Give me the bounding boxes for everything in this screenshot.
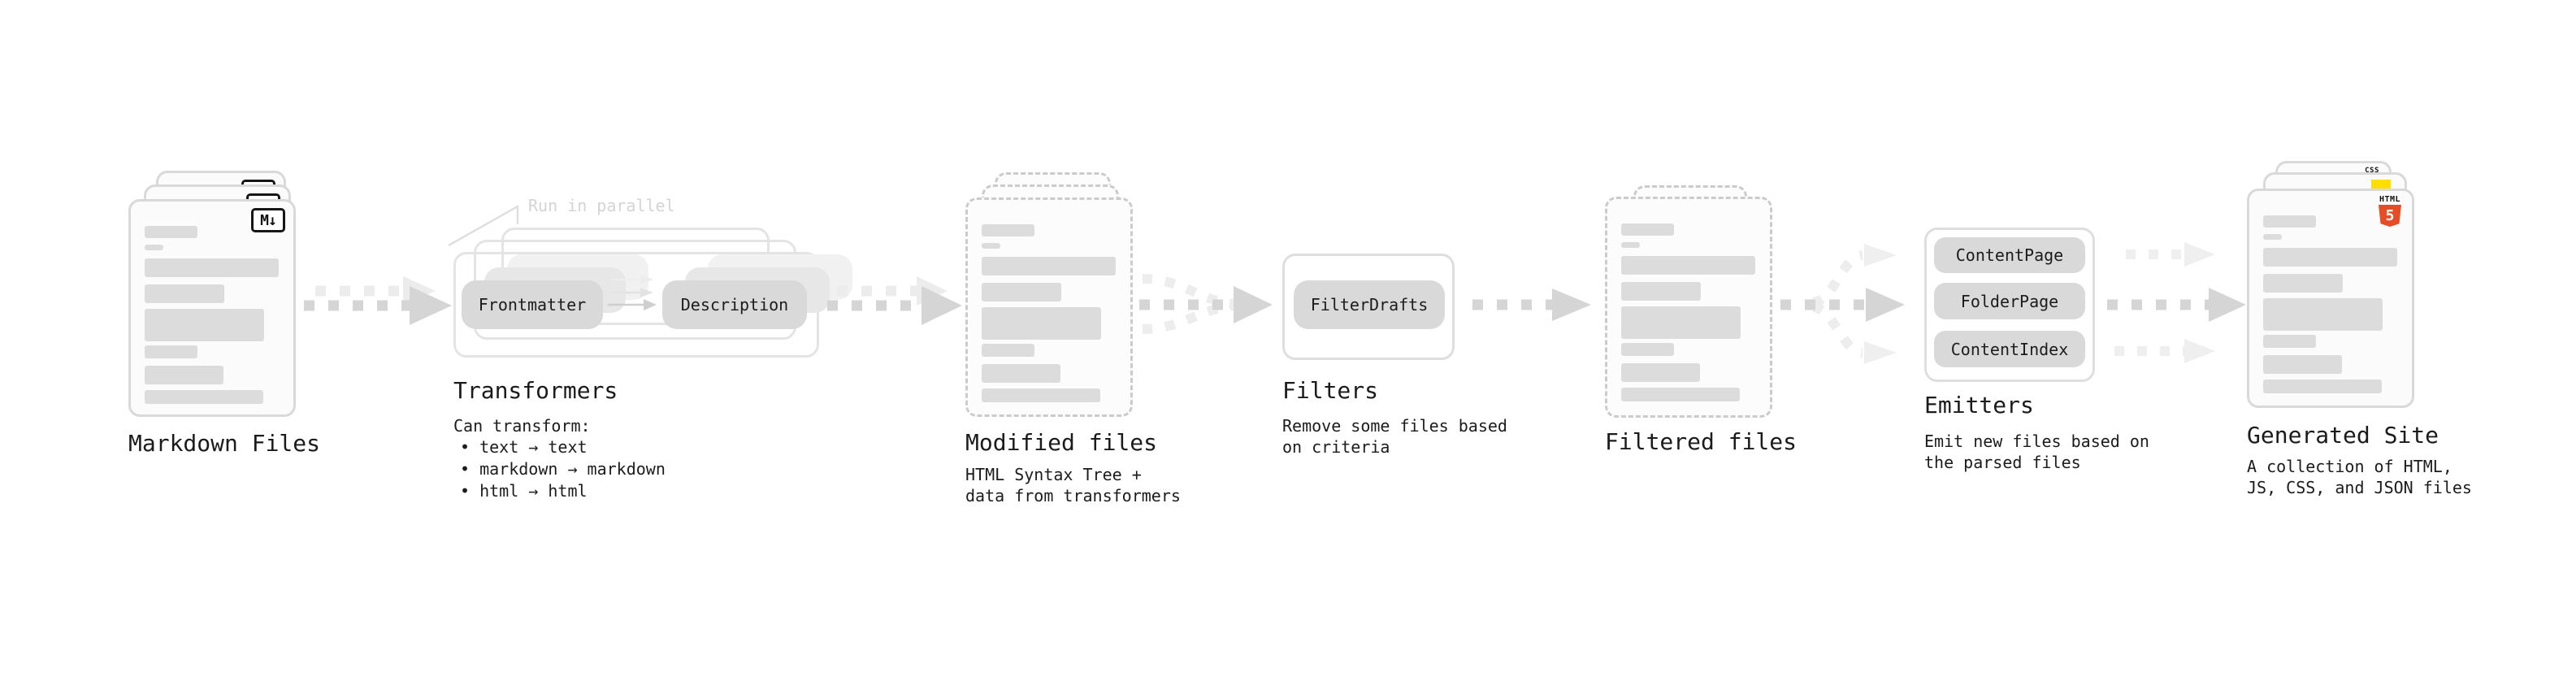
placeholder-line [982,364,1060,383]
modified-file-card-front [965,197,1133,417]
filtered-file-card-front [1605,197,1772,418]
run-in-parallel-annotation: Run in parallel [528,196,675,215]
markdown-icon: M↓ [251,208,285,232]
html5-icon: HTML 5 [2379,195,2401,227]
placeholder-line [145,366,223,384]
bullet-item: • markdown → markdown [460,459,666,479]
filters-title: Filters [1282,377,1379,404]
folderpage-pill: FolderPage [1934,283,2085,319]
placeholder-line [1621,363,1700,382]
frontmatter-pill: Frontmatter [462,280,603,329]
placeholder-line [145,345,197,358]
description-pill: Description [662,280,807,329]
placeholder-line [145,226,197,238]
contentpage-pill: ContentPage [1934,237,2085,273]
placeholder-line [1621,242,1640,248]
placeholder-line [145,258,279,277]
placeholder-line [145,284,224,303]
filters-box [1282,254,1455,360]
transformers-subtitle: Can transform: [453,416,591,436]
transformers-bullet-list: • text → text • markdown → markdown • ht… [460,436,666,502]
placeholder-line [1621,282,1701,301]
js-file-icon [2371,180,2391,191]
placeholder-line [982,224,1034,236]
modified-files-subtitle: HTML Syntax Tree + data from transformer… [965,465,1181,505]
placeholder-line [982,257,1116,275]
placeholder-line [2263,355,2342,374]
arrow-markdown-to-transformers [304,276,452,325]
contentindex-pill: ContentIndex [1934,331,2085,367]
css-icon-label: CSS [2365,167,2379,175]
placeholder-line [2263,274,2343,293]
placeholder-line [982,388,1100,402]
placeholder-line [982,283,1061,301]
placeholder-line [2263,234,2282,240]
filterdrafts-pill: FilterDrafts [1294,280,1445,329]
html5-number: 5 [2385,206,2395,224]
placeholder-line [982,344,1034,357]
bullet-item: • text → text [460,437,588,457]
generated-file-card-front: HTML 5 [2247,189,2414,408]
generated-site-title: Generated Site [2247,422,2439,449]
markdown-files-title: Markdown Files [128,430,321,457]
arrow-modified-to-filters-merge [1139,274,1273,334]
generated-site-subtitle: A collection of HTML, JS, CSS, and JSON … [2247,457,2472,497]
html5-shield: 5 [2379,205,2401,227]
arrow-filtered-to-emitters-split [1780,244,1905,364]
placeholder-line [982,243,1000,249]
placeholder-line [982,307,1101,340]
modified-files-title: Modified files [965,429,1158,456]
filters-subtitle: Remove some files based on criteria [1282,416,1507,457]
arrow-transformers-to-modified [827,276,962,325]
placeholder-line [145,309,264,341]
emitters-subtitle: Emit new files based on the parsed files [1924,432,2149,472]
arrows-emitters-to-generated [2107,242,2246,363]
emitters-box [1924,228,2095,382]
placeholder-line [145,245,163,250]
arrow-filters-to-filtered [1472,288,1591,321]
placeholder-line [2263,380,2382,393]
parallel-transform-arrows [608,275,657,310]
transformers-title: Transformers [453,377,618,404]
placeholder-line [1621,343,1674,356]
placeholder-line [2263,335,2316,348]
annotation-leader-line [448,204,519,247]
placeholder-line [1621,388,1740,401]
emitters-title: Emitters [1924,392,2034,419]
placeholder-line [2263,298,2383,331]
placeholder-line [1621,223,1674,236]
placeholder-line [1621,306,1741,339]
bullet-item: • html → html [460,481,588,501]
markdown-file-card-front: M↓ [128,199,296,417]
html5-icon-label: HTML [2379,195,2401,204]
placeholder-line [2263,215,2316,228]
placeholder-line [145,390,263,404]
placeholder-line [1621,256,1755,275]
placeholder-line [2263,248,2397,267]
filtered-files-title: Filtered files [1605,428,1798,455]
